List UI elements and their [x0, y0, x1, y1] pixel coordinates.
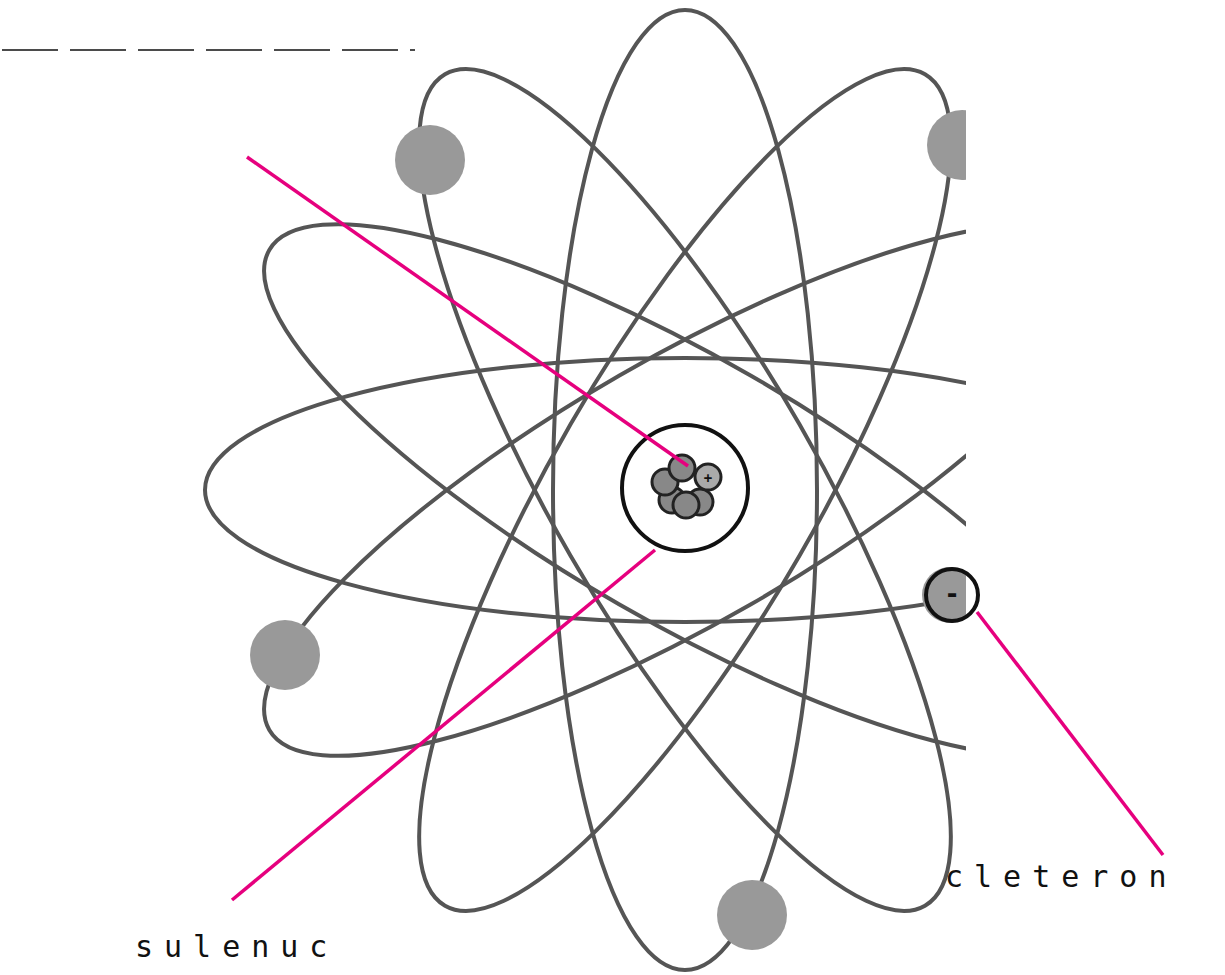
neutron [669, 455, 695, 481]
charge-sign: + [704, 471, 712, 485]
electron [927, 110, 966, 180]
orbits [203, 8, 966, 971]
nucleus-outline [622, 425, 748, 551]
orbit [203, 136, 966, 845]
electron [395, 125, 465, 195]
orbit [203, 136, 966, 845]
electron-outline [926, 569, 978, 621]
orbit [553, 10, 817, 970]
neutron [673, 492, 699, 518]
part-label: cleteron [945, 862, 1178, 892]
part-label: sulenuc [135, 932, 338, 962]
leader-line [977, 612, 1163, 855]
proton [695, 464, 721, 490]
leader-lines [232, 157, 1163, 900]
electron [250, 620, 320, 690]
electron [717, 880, 787, 950]
answer-blank [2, 49, 415, 51]
leader-line [232, 550, 655, 900]
electron [922, 567, 966, 623]
orbit [331, 8, 966, 971]
leader-line [247, 157, 688, 466]
charge-sign: - [944, 581, 960, 607]
orbit [331, 8, 966, 971]
